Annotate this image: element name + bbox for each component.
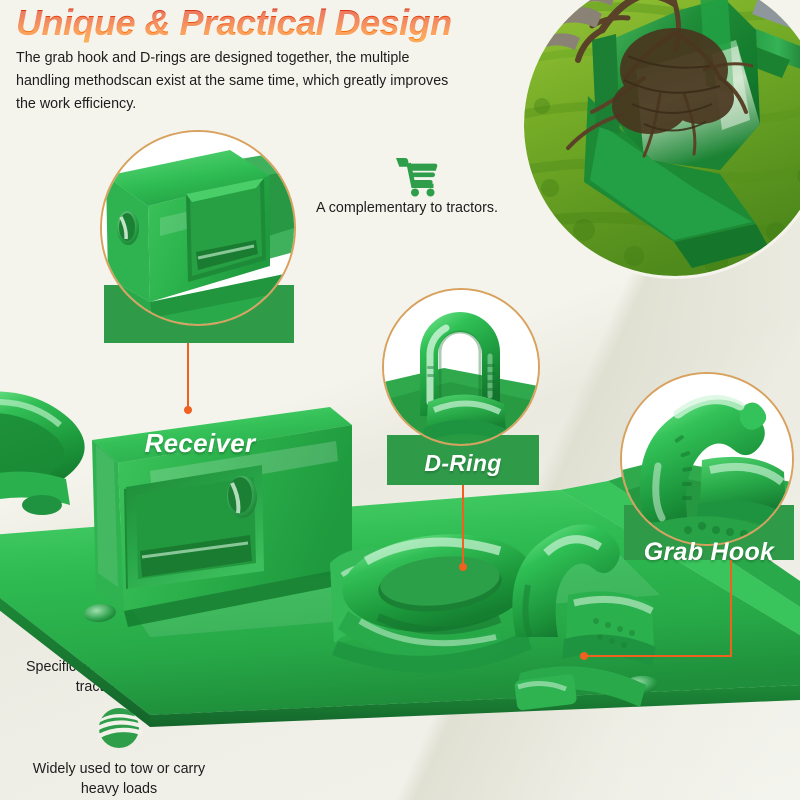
callout-grab-hook-circle (620, 372, 794, 546)
leader-dot-receiver (184, 406, 192, 414)
complementary-feature-text: A complementary to tractors. (316, 200, 498, 216)
feature-tow-text: Widely used to tow or carry heavy loads (32, 761, 206, 798)
shopping-cart-icon (396, 157, 438, 197)
callout-receiver-label: Receiver (144, 428, 256, 458)
dring-closeup-illustration (384, 290, 538, 444)
grabhook-closeup-illustration (622, 374, 792, 544)
receiver-closeup-illustration (102, 132, 294, 324)
leader-line-receiver (187, 343, 189, 411)
intro-paragraph: The grab hook and D-rings are designed t… (16, 50, 449, 113)
leader-dot-dring (459, 563, 467, 571)
callout-receiver-circle (100, 130, 296, 326)
callout-dring-label: D-Ring (424, 450, 502, 476)
receiver-tube (92, 407, 352, 627)
grab-hook (512, 524, 656, 711)
layers-circle-icon (97, 708, 143, 748)
d-ring-center (330, 534, 534, 673)
callout-receiver: Receiver (100, 130, 300, 458)
feature-tow: Widely used to tow or carry heavy loads (14, 706, 224, 800)
leader-dot-grab-hook (580, 652, 588, 660)
leader-line-dring (462, 485, 464, 567)
leader-line-grab-hook-horizontal (584, 655, 732, 657)
complementary-feature-icon (395, 155, 439, 202)
d-ring-left (0, 391, 85, 515)
leader-line-grab-hook-vertical (730, 560, 732, 656)
callout-grab-hook-label: Grab Hook (643, 538, 775, 566)
callout-dring-circle (382, 288, 540, 446)
callout-grab-hook: Grab Hook (620, 372, 798, 566)
callout-dring: D-Ring (382, 288, 544, 476)
page-title: Unique & Practical Design (16, 2, 452, 43)
